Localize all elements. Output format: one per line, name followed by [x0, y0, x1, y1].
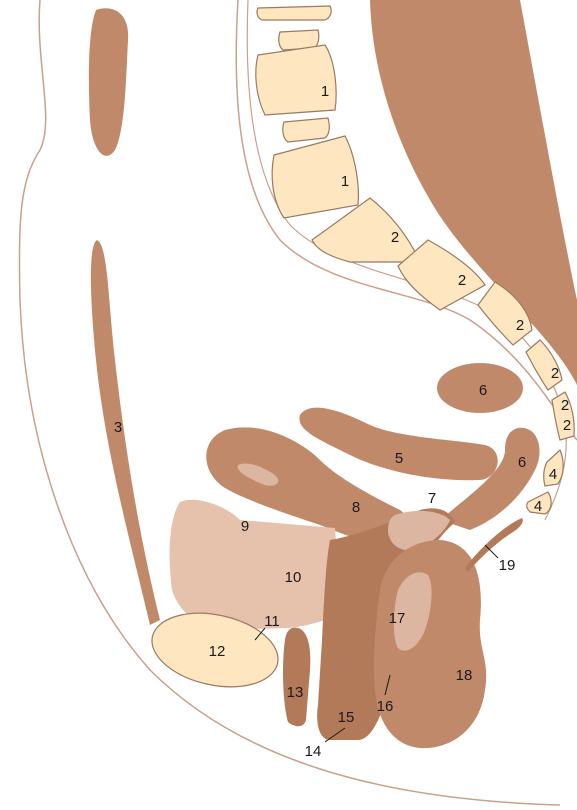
label-10: 10 [285, 569, 302, 586]
label-12: 12 [209, 643, 226, 660]
rectus-abdominis [91, 240, 160, 625]
label-14: 14 [305, 743, 322, 760]
label-2-c: 2 [516, 317, 524, 334]
back-muscle [370, 0, 577, 385]
label-2-d: 2 [551, 365, 559, 382]
label-5: 5 [395, 450, 403, 467]
label-2-a: 2 [391, 229, 399, 246]
label-2-b: 2 [458, 272, 466, 289]
disc-2 [283, 118, 329, 142]
label-7: 7 [428, 490, 436, 507]
label-8: 8 [352, 499, 360, 516]
label-1-upper: 1 [321, 83, 329, 100]
anal-canal-18 [374, 540, 486, 748]
label-17: 17 [389, 610, 406, 627]
label-4-a: 4 [549, 466, 557, 483]
abdominal-muscle-upper [89, 8, 128, 156]
vertebra-l1 [256, 45, 336, 115]
label-18: 18 [456, 667, 473, 684]
label-13: 13 [287, 684, 304, 701]
label-1-lower: 1 [341, 173, 349, 190]
label-11: 11 [264, 613, 280, 630]
label-2-f: 2 [563, 417, 571, 434]
label-4-b: 4 [534, 498, 542, 515]
label-2-e: 2 [561, 397, 569, 414]
label-19: 19 [499, 557, 516, 574]
label-6-lower: 6 [518, 454, 526, 471]
label-9: 9 [241, 518, 249, 535]
label-3: 3 [114, 419, 122, 436]
perineal-muscle-13 [283, 628, 310, 727]
vertebra-top [257, 6, 331, 20]
label-6-upper: 6 [479, 382, 487, 399]
label-16: 16 [377, 698, 394, 715]
label-15: 15 [338, 709, 355, 726]
